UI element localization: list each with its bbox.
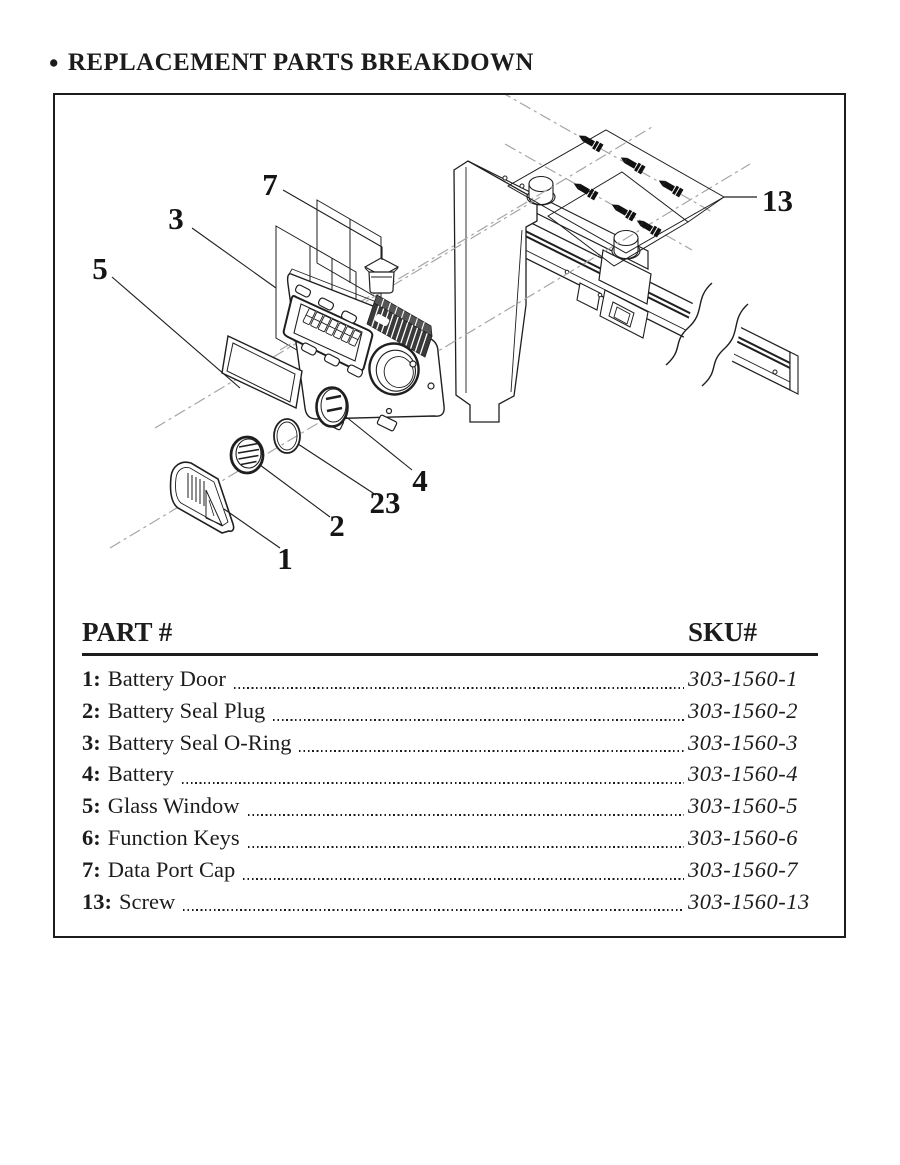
sku-column-header: SKU#	[688, 617, 758, 647]
part-name: Screw	[119, 888, 176, 914]
part-sku: 303-1560-4	[688, 761, 798, 787]
part-name: Battery	[107, 761, 174, 787]
display-head	[282, 268, 445, 432]
callout-label-13: 13	[762, 183, 793, 218]
beam-break	[665, 276, 749, 392]
table-row: 6:Function Keys 303-1560-6	[82, 825, 818, 857]
part-number: 2:	[82, 697, 101, 723]
part-sku: 303-1560-7	[688, 856, 798, 882]
exploded-parts-diagram: 7 3 5 13 4 23 2 1	[92, 95, 799, 576]
data-port-cap-part	[363, 257, 400, 294]
part-number: 7:	[82, 856, 101, 882]
part-number: 5:	[82, 793, 101, 819]
part-name: Battery Door	[107, 666, 226, 691]
callout-label-3: 3	[168, 201, 184, 236]
screws-group	[506, 129, 757, 267]
bullet-icon: •	[49, 47, 59, 78]
part-sku: 303-1560-13	[688, 888, 810, 914]
thumbwheel-2	[611, 229, 641, 260]
header-rule	[82, 653, 818, 656]
leader-lines	[111, 189, 413, 549]
table-row: 3:Battery Seal O-Ring 303-1560-3	[82, 730, 818, 762]
dotted-leader	[181, 775, 684, 785]
lcd-display	[282, 295, 374, 372]
parts-table-header: PART # SKU#	[82, 617, 818, 648]
callout-labels: 7 3 5 13 4 23 2 1	[92, 167, 793, 576]
dotted-leader	[247, 838, 684, 848]
part-number: 6:	[82, 824, 101, 850]
battery-part	[315, 386, 349, 428]
part-number: 4:	[82, 761, 101, 787]
table-row: 7:Data Port Cap 303-1560-7	[82, 857, 818, 889]
table-row: 1:Battery Door 303-1560-1	[82, 666, 818, 698]
caliper-body	[453, 160, 799, 423]
part-name: Battery Seal Plug	[107, 697, 266, 723]
seal-plug-part	[229, 435, 265, 475]
dotted-leader	[183, 902, 684, 912]
dotted-leader	[299, 743, 684, 753]
part-name: Glass Window	[107, 793, 240, 819]
part-sku: 303-1560-2	[688, 697, 798, 723]
callout-label-2: 2	[329, 508, 345, 543]
part-number: 1:	[82, 666, 101, 691]
table-row: 2:Battery Seal Plug 303-1560-2	[82, 698, 818, 730]
part-sku: 303-1560-3	[688, 729, 798, 755]
callout-label-1: 1	[277, 541, 293, 576]
part-sku: 303-1560-6	[688, 824, 798, 850]
part-name: Function Keys	[107, 824, 240, 850]
page-title: • REPLACEMENT PARTS BREAKDOWN	[49, 49, 534, 77]
table-row: 5:Glass Window 303-1560-5	[82, 793, 818, 825]
part-name: Battery Seal O-Ring	[107, 729, 292, 755]
part-number: 13:	[82, 888, 112, 914]
callout-label-5: 5	[92, 251, 108, 286]
callout-label-7: 7	[262, 167, 278, 202]
part-name: Data Port Cap	[107, 856, 236, 882]
dotted-leader	[247, 806, 684, 816]
parts-table-rows: 1:Battery Door 303-1560-1 2:Battery Seal P…	[82, 656, 818, 920]
part-number: 3:	[82, 729, 101, 755]
part-sku: 303-1560-5	[688, 793, 798, 819]
glass-window-part	[221, 334, 303, 410]
o-ring-part	[273, 418, 301, 454]
part-sku: 303-1560-1	[688, 666, 798, 691]
function-keys	[294, 284, 364, 378]
dotted-leader	[273, 711, 684, 721]
dotted-leader	[243, 870, 684, 880]
table-row: 13: Screw 303-1560-13	[82, 889, 818, 921]
table-row: 4:Battery 303-1560-4	[82, 761, 818, 793]
callout-label-4: 4	[412, 463, 428, 498]
callout-label-23: 23	[370, 485, 401, 520]
dotted-leader	[233, 679, 684, 689]
content-frame: 7 3 5 13 4 23 2 1 PART # SKU# 1:Battery Door 303…	[53, 93, 846, 938]
part-column-header: PART #	[82, 617, 173, 647]
page-title-text: REPLACEMENT PARTS BREAKDOWN	[67, 49, 534, 76]
battery-door-part	[169, 461, 235, 534]
thumbwheel-1	[526, 175, 556, 206]
